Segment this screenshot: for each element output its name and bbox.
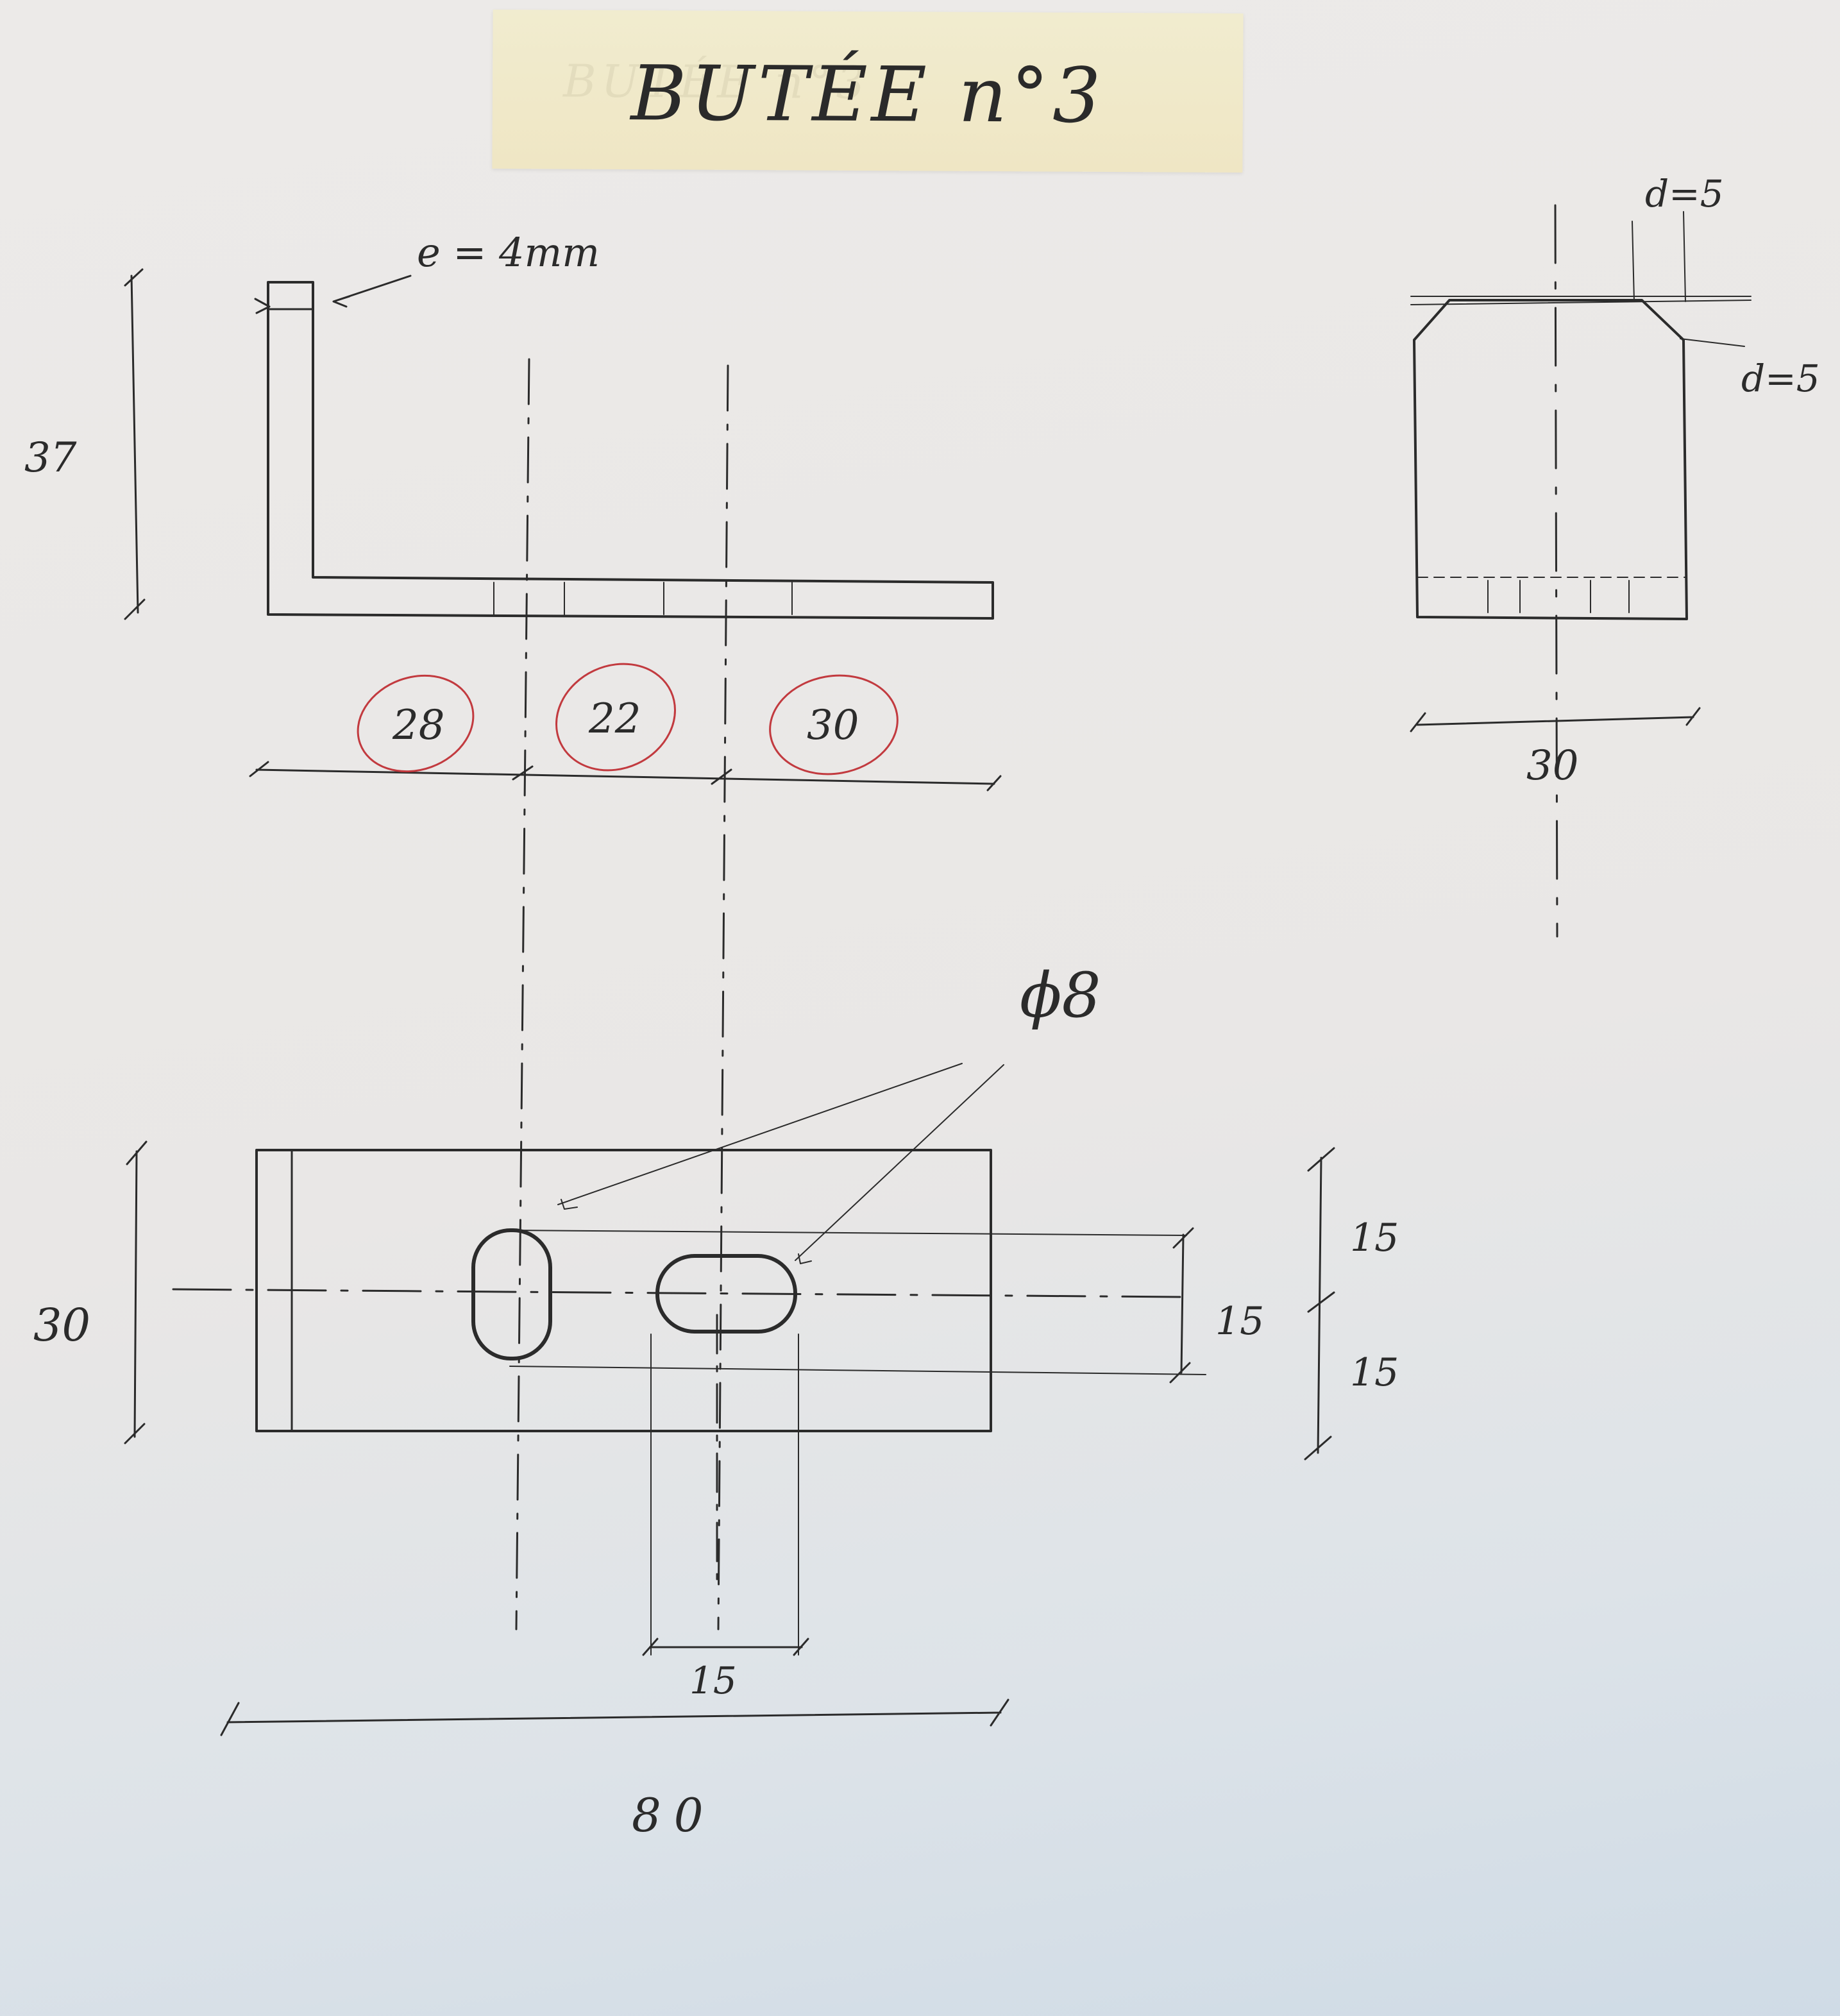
chamfer-top-label: d=5 <box>1645 172 1724 216</box>
end-view-ticks <box>1487 580 1630 613</box>
chamfer-side-leader <box>1680 338 1745 347</box>
end-view-centerline <box>1554 204 1558 938</box>
end-view-top-extension-2 <box>1410 300 1751 305</box>
segment-label-1: 28 <box>392 702 444 749</box>
end-view-width-dim <box>1410 707 1701 733</box>
centerline-left <box>515 358 530 1631</box>
end-width-label: 30 <box>1526 742 1578 790</box>
hole-diameter-label: ϕ8 <box>1020 960 1101 1031</box>
centerlines <box>515 358 729 1631</box>
segment-label-3: 30 <box>807 702 859 749</box>
segment-circles <box>357 663 899 775</box>
top-height-label: 30 <box>33 1299 90 1351</box>
side-view-ticks <box>493 582 793 615</box>
hole-leader-ticks <box>561 1199 812 1264</box>
dim-37-line <box>124 268 146 620</box>
slot-width-label: 15 <box>689 1659 737 1702</box>
hole-leader-1 <box>557 1063 963 1205</box>
dim-slot-width <box>642 1638 809 1656</box>
dim-right-inner <box>1169 1227 1194 1384</box>
chamfer-side-label: d=5 <box>1741 357 1820 400</box>
segment-label-2: 22 <box>588 695 641 743</box>
thickness-arrow <box>332 275 412 308</box>
slot-vertical <box>471 1228 552 1360</box>
slot-horizontal <box>655 1254 797 1334</box>
end-view-outline <box>1413 299 1688 620</box>
side-height-label: 37 <box>24 434 77 482</box>
side-view <box>124 268 994 620</box>
dim-right-stack <box>1304 1147 1335 1461</box>
chamfer-top-leader <box>1632 211 1686 302</box>
dim-80-line <box>220 1698 1009 1736</box>
top-view-extensions <box>509 1230 1206 1656</box>
top-view <box>124 1063 1335 1736</box>
hole-leader-2 <box>795 1064 1004 1261</box>
right-dim-label-3: 15 <box>1350 1350 1399 1395</box>
circle-28 <box>357 674 475 773</box>
circle-30 <box>769 674 899 775</box>
plate-outline <box>255 1149 992 1432</box>
thickness-label: e = 4mm <box>417 229 600 276</box>
length-label: 80 <box>632 1788 716 1842</box>
segment-dimension <box>249 761 1002 792</box>
end-view <box>1410 204 1751 938</box>
circle-22 <box>555 663 676 772</box>
right-dim-label-2: 15 <box>1215 1299 1264 1344</box>
top-view-centerline <box>172 1288 1181 1298</box>
thickness-arrow-left <box>254 298 271 314</box>
l-profile-outline <box>267 281 994 620</box>
dim-30-left <box>124 1140 148 1444</box>
centerline-right <box>717 364 729 1631</box>
right-dim-label-1: 15 <box>1350 1216 1399 1260</box>
